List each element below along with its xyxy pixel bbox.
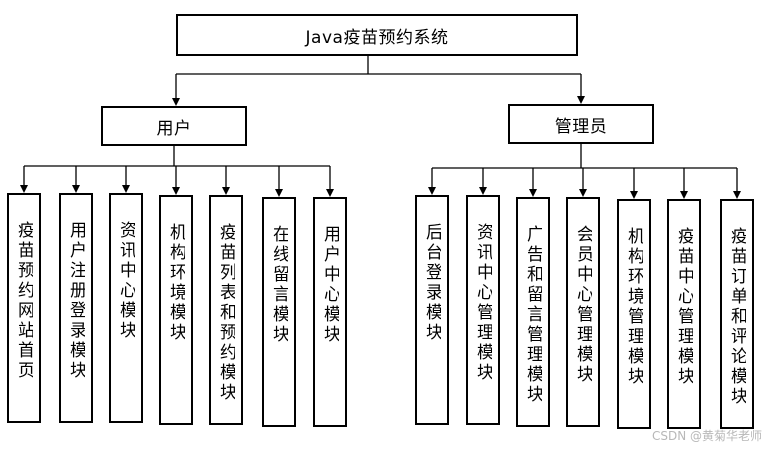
user-module-box: 疫苗列表和预约模块 — [209, 195, 243, 425]
admin-node: 管理员 — [508, 104, 654, 144]
admin-module-box: 广告和留言管理模块 — [516, 197, 550, 427]
user-module-label: 疫苗列表和预约模块 — [217, 223, 235, 403]
arrowhead — [172, 98, 180, 106]
admin-module-box: 资讯中心管理模块 — [466, 195, 500, 425]
user-module-label: 资讯中心模块 — [117, 221, 135, 341]
arrowhead — [733, 191, 741, 199]
arrowhead — [428, 187, 436, 195]
user-node: 用户 — [101, 106, 247, 146]
user-module-box: 疫苗预约网站首页 — [7, 193, 41, 423]
user-module-box: 用户注册登录模块 — [59, 193, 93, 423]
arrowhead — [72, 185, 80, 193]
user-module-box: 资讯中心模块 — [109, 193, 143, 423]
arrowhead — [479, 187, 487, 195]
user-module-box: 机构环境模块 — [159, 195, 193, 425]
user-module-label: 用户中心模块 — [321, 225, 339, 345]
arrowhead — [326, 189, 334, 197]
admin-module-label: 疫苗订单和评论模块 — [728, 227, 746, 407]
admin-module-box: 会员中心管理模块 — [566, 197, 600, 427]
user-module-label: 疫苗预约网站首页 — [15, 221, 33, 381]
arrowhead — [275, 189, 283, 197]
arrowhead — [20, 185, 28, 193]
user-module-box: 用户中心模块 — [313, 197, 347, 427]
admin-module-box: 机构环境管理模块 — [617, 199, 651, 429]
arrowhead — [222, 187, 230, 195]
admin-module-label: 疫苗中心管理模块 — [675, 227, 693, 387]
admin-module-box: 后台登录模块 — [415, 195, 449, 425]
admin-module-box: 疫苗中心管理模块 — [667, 199, 701, 429]
arrowhead — [122, 185, 130, 193]
arrowhead — [172, 187, 180, 195]
root-node: Java疫苗预约系统 — [176, 14, 578, 56]
user-module-label: 在线留言模块 — [270, 225, 288, 345]
admin-module-label: 会员中心管理模块 — [574, 225, 592, 385]
arrowhead — [630, 191, 638, 199]
arrowhead — [577, 96, 585, 104]
watermark: CSDN @黄菊华老师 — [651, 429, 762, 443]
user-module-box: 在线留言模块 — [262, 197, 296, 427]
admin-module-label: 资讯中心管理模块 — [474, 223, 492, 383]
user-module-label: 机构环境模块 — [167, 223, 185, 343]
arrowhead — [529, 189, 537, 197]
arrowhead — [680, 191, 688, 199]
user-module-label: 用户注册登录模块 — [67, 221, 85, 381]
admin-module-label: 广告和留言管理模块 — [524, 225, 542, 405]
admin-module-label: 机构环境管理模块 — [625, 227, 643, 387]
arrowhead — [579, 189, 587, 197]
admin-module-label: 后台登录模块 — [423, 223, 441, 343]
admin-module-box: 疫苗订单和评论模块 — [720, 199, 754, 429]
